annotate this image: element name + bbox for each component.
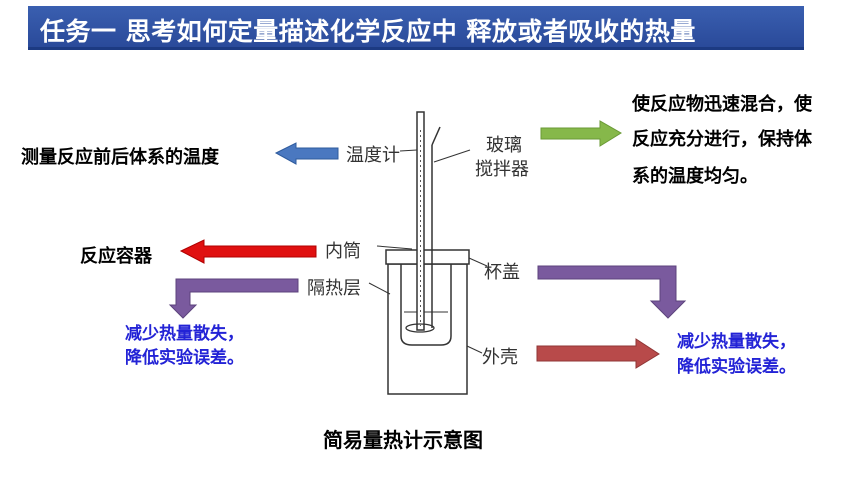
outer-shell (387, 263, 468, 395)
arrow-stirrer (540, 120, 622, 147)
label-thermometer: 温度计 (346, 145, 400, 166)
arrow-lid (537, 265, 687, 319)
note-lid-line1: 减少热量散失， (677, 332, 796, 352)
note-insulation-line1: 减少热量散失， (125, 324, 244, 344)
note-insulation-line2: 降低实验误差。 (125, 348, 244, 368)
inner-cup (400, 264, 452, 346)
explain-thermometer: 测量反应前后体系的温度 (21, 147, 219, 168)
arrow-thermometer (274, 142, 339, 165)
explain-stirrer-line3: 系的温度均匀。 (632, 166, 758, 187)
diagram-caption: 简易量热计示意图 (323, 428, 483, 452)
label-stirrer-line1: 玻璃 (486, 135, 522, 156)
label-stirrer-line2: 搅拌器 (475, 159, 529, 180)
page-title: 任务一 思考如何定量描述化学反应中 释放或者吸收的热量 (40, 17, 696, 46)
explain-inner-cup: 反应容器 (80, 246, 152, 267)
arrow-insulation (168, 278, 299, 319)
label-inner-cup: 内筒 (325, 241, 361, 262)
label-lid: 杯盖 (484, 262, 520, 283)
label-insulation: 隔热层 (307, 278, 361, 299)
arrow-inner-cup (179, 239, 317, 264)
explain-stirrer-line1: 使反应物迅速混合，使 (632, 94, 812, 115)
explain-stirrer-line2: 反应充分进行，保持体 (632, 129, 812, 150)
label-outer-shell: 外壳 (482, 347, 518, 368)
title-bar: 任务一 思考如何定量描述化学反应中 释放或者吸收的热量 (28, 6, 804, 50)
arrow-outer-shell (536, 338, 660, 369)
note-lid-line2: 降低实验误差。 (677, 357, 796, 377)
cup-lid (385, 249, 470, 265)
